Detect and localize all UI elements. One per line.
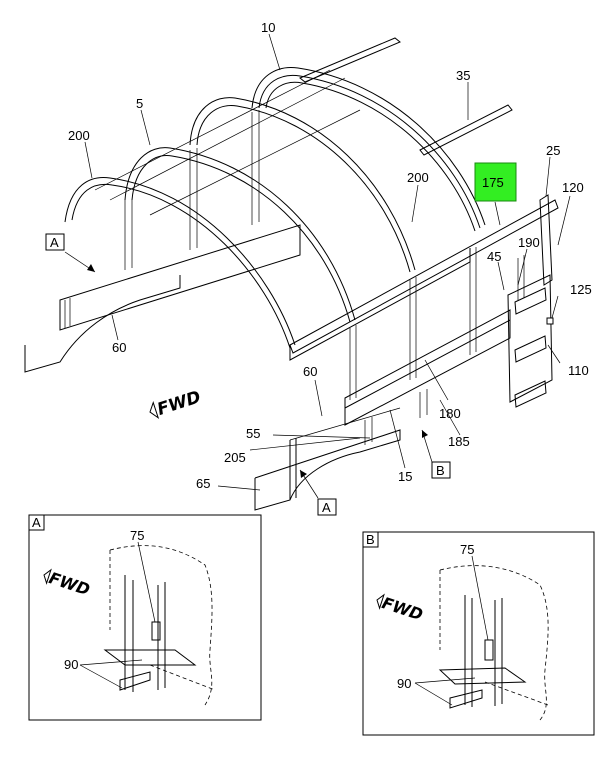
detail-view-a: A FWD 75 90 <box>28 514 262 721</box>
callout-180: 180 <box>439 406 461 421</box>
forward-arrow-icon: FWD <box>149 387 203 420</box>
view-reference-a: A <box>317 498 337 516</box>
callout-205: 205 <box>224 450 246 465</box>
callout-65: 65 <box>196 476 210 491</box>
view-reference-a: A <box>45 233 65 251</box>
body-frame-assembly <box>24 37 559 511</box>
callout-5: 5 <box>136 96 143 111</box>
callout-45: 45 <box>487 249 501 264</box>
callout-55: 55 <box>246 426 260 441</box>
view-reference-b: B <box>431 461 451 479</box>
svg-text:A: A <box>322 500 331 515</box>
callout-125: 125 <box>570 282 592 297</box>
leader-lines <box>64 33 571 499</box>
callout-15: 15 <box>398 469 412 484</box>
callout-75: 75 <box>460 542 474 557</box>
svg-text:A: A <box>50 235 59 250</box>
callout-110: 110 <box>568 363 589 378</box>
svg-text:B: B <box>366 532 375 547</box>
callout-185: 185 <box>448 434 470 449</box>
detail-view-b: B FWD 75 90 <box>362 531 595 736</box>
callout-60: 60 <box>112 340 126 355</box>
callout-90: 90 <box>64 657 78 672</box>
highlighted-callout-box[interactable] <box>474 162 517 202</box>
svg-text:B: B <box>436 463 445 478</box>
callout-75: 75 <box>130 528 144 543</box>
svg-text:FWD: FWD <box>155 387 203 420</box>
callout-25: 25 <box>546 143 560 158</box>
callout-190: 190 <box>518 235 540 250</box>
callout-175[interactable]: 175 <box>482 175 504 190</box>
callout-120: 120 <box>562 180 584 195</box>
callout-60: 60 <box>303 364 317 379</box>
callout-labels: 10 35 5 200 200 175 25 120 190 45 125 60… <box>68 20 592 491</box>
callout-200: 200 <box>407 170 429 185</box>
callout-90: 90 <box>397 676 411 691</box>
callout-10: 10 <box>261 20 275 35</box>
callout-35: 35 <box>456 68 470 83</box>
svg-text:A: A <box>32 515 41 530</box>
callout-200: 200 <box>68 128 90 143</box>
